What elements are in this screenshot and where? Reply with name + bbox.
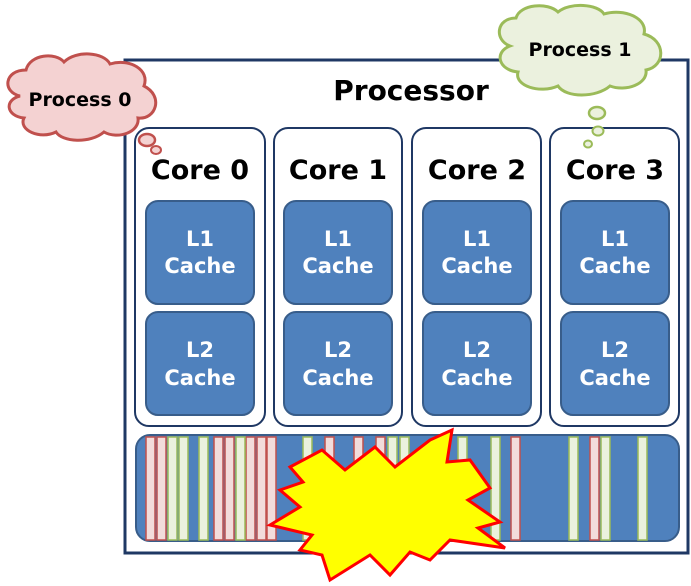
core-1: Core 1 L1 Cache L2 Cache — [273, 127, 403, 427]
process-1-thought-bubble — [591, 125, 605, 137]
core-0-l2-line1: L2 — [186, 338, 214, 362]
processor-title: Processor — [333, 74, 489, 107]
cache-line-p1 — [568, 436, 579, 541]
core-0-label: Core 0 — [151, 155, 249, 186]
cache-line-p0 — [213, 436, 224, 541]
cache-line-p0 — [266, 436, 277, 541]
core-1-label: Core 1 — [289, 155, 387, 186]
cache-line-p0 — [156, 436, 167, 541]
cache-line-p0 — [145, 436, 156, 541]
core-3-l1-cache — [560, 200, 670, 305]
process-1-thought-bubble — [587, 105, 607, 121]
core-0-l1-line2: Cache — [164, 254, 235, 278]
collision-burst-icon — [266, 427, 506, 583]
process-1-thought-bubble — [583, 139, 593, 149]
core-3-l1-line1: L1 — [601, 227, 629, 251]
core-1-l1-cache — [283, 200, 393, 305]
core-3-l2-cache — [560, 311, 670, 416]
core-2-l1-line2: Cache — [441, 254, 512, 278]
cache-line-p0 — [510, 436, 521, 541]
cache-line-p0 — [589, 436, 600, 541]
cache-line-p0 — [224, 436, 235, 541]
core-3-l2-line2: Cache — [579, 366, 650, 390]
cache-line-p1 — [600, 436, 611, 541]
core-1-l2-cache — [283, 311, 393, 416]
core-1-l2-line2: Cache — [302, 366, 373, 390]
core-3-l2-line1: L2 — [601, 338, 629, 362]
core-3-label: Core 3 — [566, 155, 664, 186]
process-1-label: Process 1 — [529, 39, 632, 61]
cache-line-p1 — [178, 436, 189, 541]
core-2-l1-line1: L1 — [463, 227, 491, 251]
core-1-l2-line1: L2 — [324, 338, 352, 362]
core-2-l2-line1: L2 — [463, 338, 491, 362]
process-0-cloud-shape — [6, 52, 158, 142]
core-3: Core 3 L1 Cache L2 Cache — [549, 127, 680, 427]
core-1-l1-line1: L1 — [324, 227, 352, 251]
cache-line-p1 — [235, 436, 246, 541]
cache-line-p1 — [198, 436, 209, 541]
cache-line-p0 — [256, 436, 267, 541]
core-2-l2-line2: Cache — [441, 366, 512, 390]
core-2-label: Core 2 — [428, 155, 526, 186]
core-2-l2-cache — [422, 311, 532, 416]
core-0-l1-line1: L1 — [186, 227, 214, 251]
process-0-cloud: Process 0 — [6, 52, 162, 155]
process-0-thought-bubble — [137, 132, 157, 148]
process-0-label: Process 0 — [29, 89, 132, 111]
cache-line-p0 — [245, 436, 256, 541]
process-0-thought-bubble — [150, 145, 162, 155]
core-1-l1-line2: Cache — [302, 254, 373, 278]
process-1-cloud-shape — [498, 4, 663, 97]
cache-line-p1 — [167, 436, 178, 541]
core-3-l1-line2: Cache — [579, 254, 650, 278]
core-0-l2-line2: Cache — [164, 366, 235, 390]
process-1-cloud: Process 1 — [498, 4, 663, 149]
core-0-l1-cache — [145, 200, 255, 305]
core-2-l1-cache — [422, 200, 532, 305]
cache-line-p1 — [637, 436, 648, 541]
core-2: Core 2 L1 Cache L2 Cache — [411, 127, 542, 427]
core-0-l2-cache — [145, 311, 255, 416]
core-0: Core 0 L1 Cache L2 Cache — [134, 127, 266, 427]
